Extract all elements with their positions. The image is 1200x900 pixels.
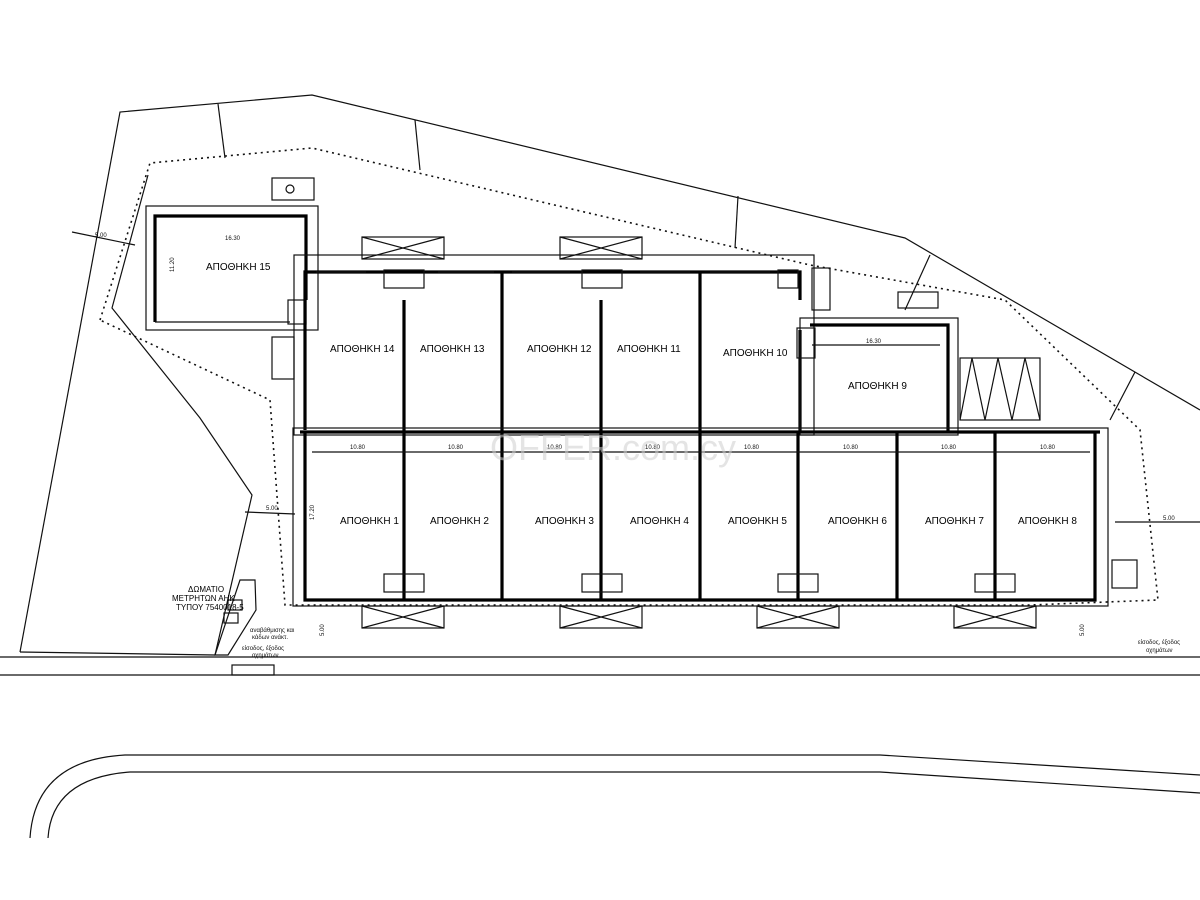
dim-unit-8: 10.80 [1040, 445, 1056, 451]
entrance-right-line1: είσοδος, έξοδος [1138, 639, 1180, 646]
loading-boxes [271, 177, 1138, 629]
room-label-11: ΑΠΟΘΗΚΗ 11 [617, 344, 681, 355]
annotations: ΔΩΜΑΤΙΟ ΜΕΤΡΗΤΩΝ ΑΗΚ ΤΥΠΟΥ 7540018-5 ανα… [172, 585, 1180, 659]
bin-note-line1: αναβάθμισης και [250, 627, 295, 634]
room-label-3: ΑΠΟΘΗΚΗ 3 [535, 516, 594, 527]
room-label-7: ΑΠΟΘΗΚΗ 7 [925, 516, 984, 527]
dim-side-depth: 11.20 [170, 257, 176, 272]
room-label-13: ΑΠΟΘΗΚΗ 13 [420, 344, 485, 355]
room-label-2: ΑΠΟΘΗΚΗ 2 [430, 516, 489, 527]
meter-room-line2: ΜΕΤΡΗΤΩΝ ΑΗΚ [172, 594, 235, 603]
entrance-right-line2: οχημάτων [1146, 647, 1173, 654]
building-setback-line [99, 147, 1159, 606]
dim-setback-top: 5.00 [95, 233, 107, 239]
plot-boundary [19, 94, 1200, 656]
dim-unit-7: 10.80 [941, 445, 957, 451]
room-label-8: ΑΠΟΘΗΚΗ 8 [1018, 516, 1077, 527]
room-label-10: ΑΠΟΘΗΚΗ 10 [723, 348, 788, 359]
dim-unit-2: 10.80 [448, 445, 464, 451]
watermark: OFFER.com.cy [490, 427, 736, 468]
room-label-6: ΑΠΟΘΗΚΗ 6 [828, 516, 887, 527]
room-label-12: ΑΠΟΘΗΚΗ 12 [527, 344, 592, 355]
dim-setback-right: 5.00 [1163, 516, 1175, 522]
dim-setback-left: 5.00 [266, 506, 278, 512]
meter-room [214, 579, 275, 676]
room-label-15: ΑΠΟΘΗΚΗ 15 [206, 262, 271, 273]
warehouse-15-block [145, 205, 319, 331]
dim-row-9: 16.30 [866, 339, 882, 345]
dim-unit-5: 10.80 [744, 445, 760, 451]
room-label-1: ΑΠΟΘΗΚΗ 1 [340, 516, 399, 527]
room-label-5: ΑΠΟΘΗΚΗ 5 [728, 516, 787, 527]
dim-unit-3: 10.80 [547, 445, 563, 451]
meter-room-line3: ΤΥΠΟΥ 7540018-5 [176, 603, 244, 612]
entrance-left-line1: είσοδος, έξοδος [242, 645, 284, 652]
dim-depth-left: 17.20 [310, 504, 316, 520]
service-cores [383, 269, 1016, 593]
dim-unit-6: 10.80 [843, 445, 859, 451]
dimension-labels: 10.80 10.80 10.80 10.80 10.80 10.80 10.8… [95, 233, 1175, 636]
entrance-left-line2: οχημάτων [252, 652, 279, 659]
room-labels: ΑΠΟΘΗΚΗ 15 ΑΠΟΘΗΚΗ 14 ΑΠΟΘΗΚΗ 13 ΑΠΟΘΗΚΗ… [206, 262, 1077, 527]
bin-note-line2: κάδων ανάκτ. [252, 634, 288, 641]
dim-unit-4: 10.80 [645, 445, 661, 451]
warehouse-9-block [799, 317, 959, 436]
setback-ticks [71, 103, 1200, 523]
room-label-14: ΑΠΟΘΗΚΗ 14 [330, 344, 395, 355]
room-label-9: ΑΠΟΘΗΚΗ 9 [848, 381, 907, 392]
room-label-4: ΑΠΟΘΗΚΗ 4 [630, 516, 689, 527]
bottom-row-building [292, 427, 1109, 607]
road [0, 656, 1200, 839]
dim-row-15: 16.30 [225, 236, 241, 242]
dim-setback-front-left: 5.00 [320, 624, 326, 636]
dim-unit-1: 10.80 [350, 445, 366, 451]
meter-room-line1: ΔΩΜΑΤΙΟ [188, 585, 224, 594]
dim-setback-front-right: 5.00 [1080, 624, 1086, 636]
